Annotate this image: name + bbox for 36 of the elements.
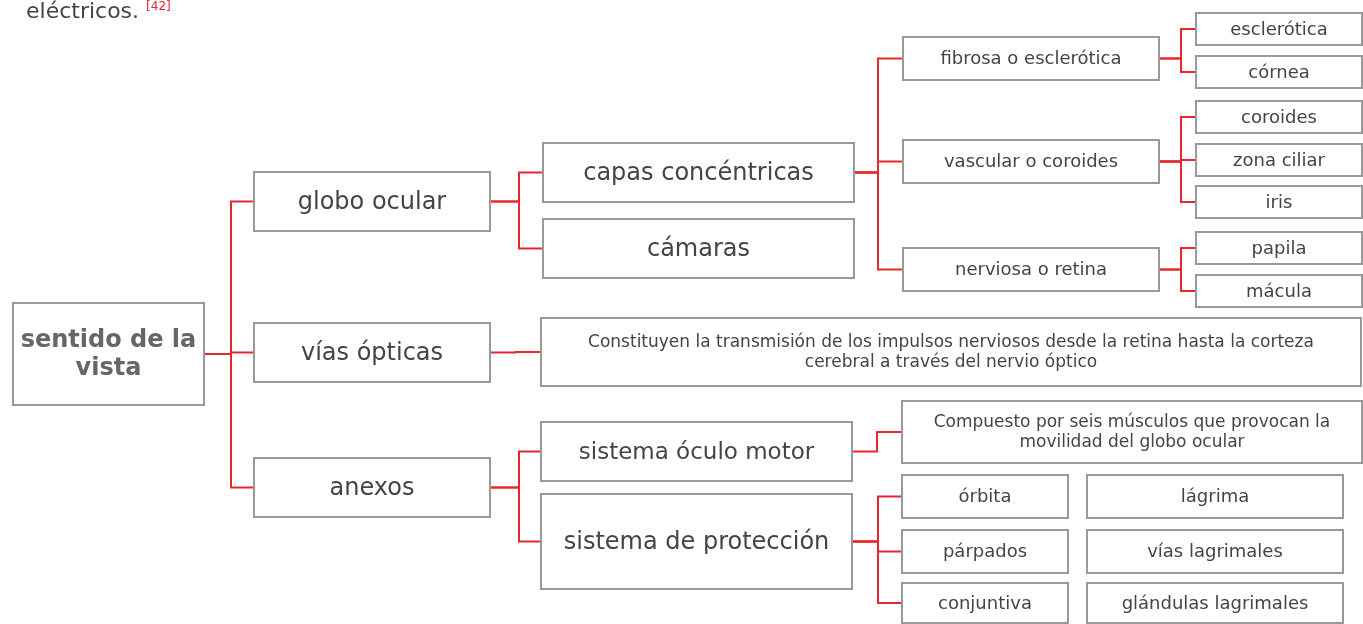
connector-line <box>1159 268 1196 292</box>
concept-box: cámaras <box>542 218 855 279</box>
connector-line <box>490 486 541 543</box>
concept-box: esclerótica <box>1195 12 1363 46</box>
connector-line <box>490 351 541 354</box>
concept-box: iris <box>1195 185 1363 219</box>
concept-box: anexos <box>253 457 491 518</box>
connector-line <box>852 540 902 604</box>
connector-line <box>490 200 543 250</box>
concept-box: nerviosa o retina <box>902 247 1160 292</box>
concept-box: coroides <box>1195 100 1363 134</box>
connector-line <box>852 431 902 453</box>
concept-box: capas concéntricas <box>542 142 855 203</box>
text-fragment: eléctricos. $^{[42]}$ <box>26 0 171 23</box>
concept-box: Constituyen la transmisión de los impulsos nerviosos desde la retina hasta la corteza cerebral a través del nervio óptico <box>540 317 1362 387</box>
concept-box: órbita <box>901 474 1069 519</box>
root-box: sentido de la vista <box>12 302 205 406</box>
concept-box: zona ciliar <box>1195 143 1363 177</box>
connector-line <box>1159 57 1196 73</box>
concept-box: vías ópticas <box>253 322 491 383</box>
concept-box: vascular o coroides <box>902 139 1160 184</box>
concept-box: glándulas lagrimales <box>1086 582 1344 624</box>
concept-box: vías lagrimales <box>1086 529 1344 574</box>
concept-box: sistema de protección <box>540 493 853 590</box>
concept-box: conjuntiva <box>901 582 1069 624</box>
concept-box: papila <box>1195 231 1363 265</box>
concept-box: párpados <box>901 529 1069 574</box>
concept-box: Compuesto por seis músculos que provocan la movilidad del globo ocular <box>901 400 1363 464</box>
concept-box: sistema óculo motor <box>540 421 853 482</box>
concept-box: lágrima <box>1086 474 1344 519</box>
concept-box: fibrosa o esclerótica <box>902 36 1160 81</box>
concept-box: córnea <box>1195 55 1363 89</box>
concept-box: mácula <box>1195 274 1363 308</box>
connector-line <box>854 171 903 271</box>
concept-box: globo ocular <box>253 171 491 232</box>
connector-line <box>1159 160 1196 203</box>
